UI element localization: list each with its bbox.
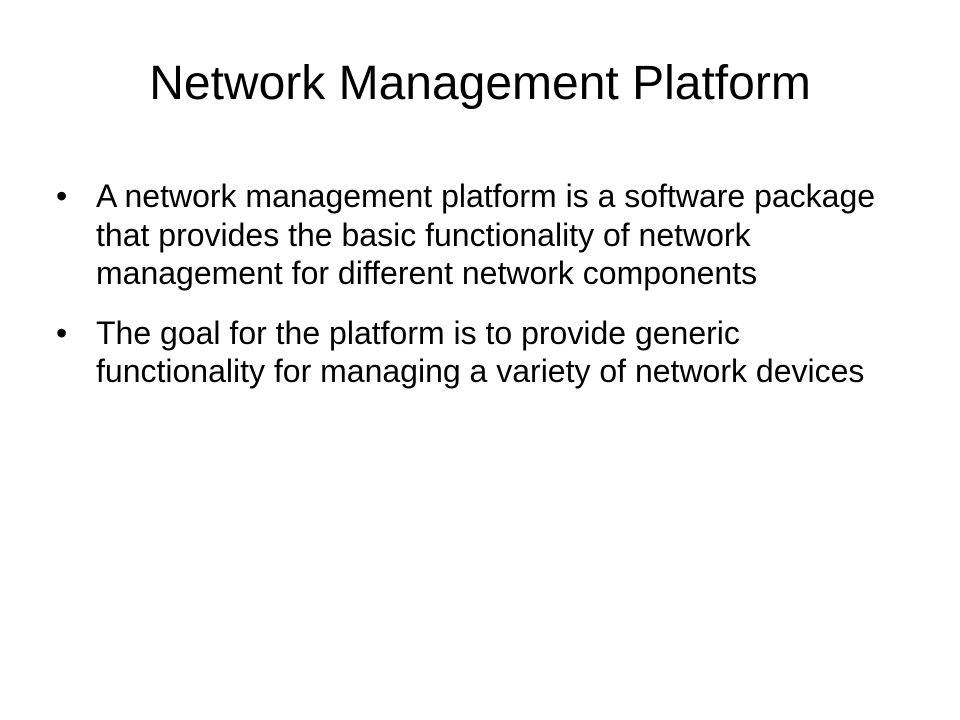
slide-title: Network Management Platform xyxy=(149,57,811,110)
bullet-item: • The goal for the platform is to provid… xyxy=(56,314,886,391)
bullet-list: • A network management platform is a sof… xyxy=(56,177,886,412)
bullet-item: • A network management platform is a sof… xyxy=(56,177,886,293)
bullet-text: A network management platform is a softw… xyxy=(96,178,876,291)
bullet-dot-icon: • xyxy=(56,314,68,351)
bullet-text: The goal for the platform is to provide … xyxy=(96,314,865,390)
bullet-dot-icon: • xyxy=(56,178,68,214)
